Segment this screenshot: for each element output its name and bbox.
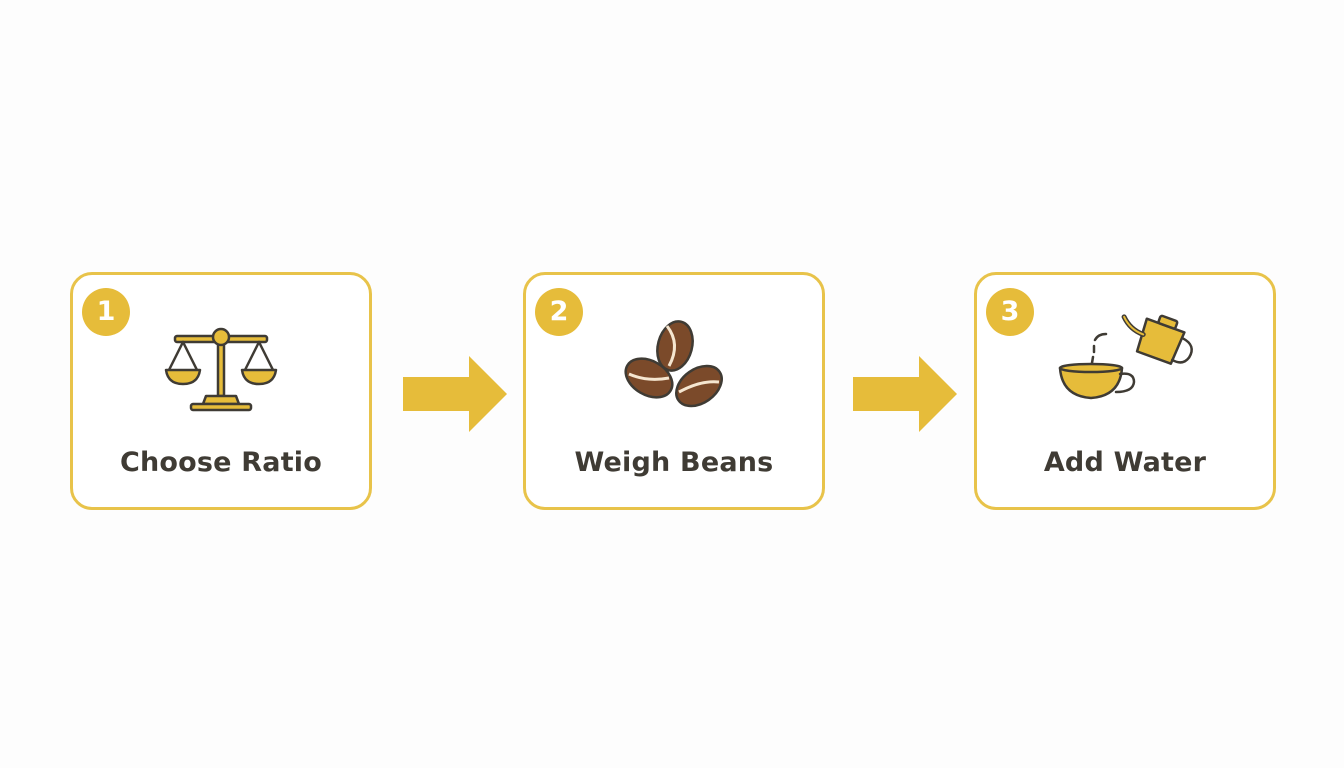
step-card-add-water: 3 xyxy=(974,272,1276,510)
step-label: Choose Ratio xyxy=(119,447,323,478)
step-card-weigh-beans: 2 Weigh Beans xyxy=(523,272,825,510)
step-number-badge: 1 xyxy=(82,288,130,336)
step-label: Add Water xyxy=(1043,447,1207,478)
step-number-badge: 3 xyxy=(986,288,1034,336)
step-number-badge: 2 xyxy=(535,288,583,336)
coffee-beans-icon xyxy=(526,311,822,421)
step-label: Weigh Beans xyxy=(574,447,774,478)
kettle-pouring-into-cup-icon xyxy=(977,301,1273,411)
arrow-right-icon xyxy=(403,356,507,432)
balance-scale-icon xyxy=(73,311,369,421)
step-card-choose-ratio: 1 xyxy=(70,272,372,510)
arrow-right-icon xyxy=(853,356,957,432)
